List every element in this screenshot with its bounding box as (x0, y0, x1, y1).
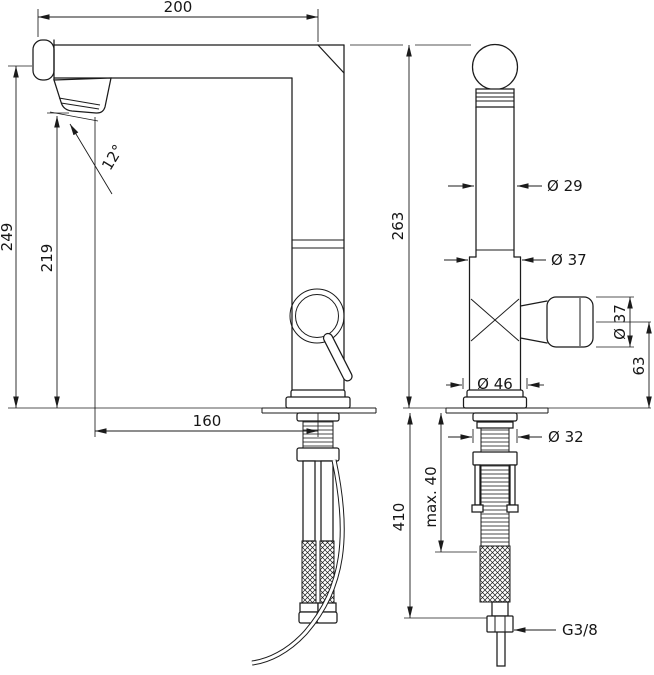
dim-height-263: 263 (350, 44, 471, 409)
base-flange-front (462, 396, 528, 409)
threaded-shank-front (480, 427, 510, 547)
connector-stem (491, 601, 509, 617)
spout-head (53, 77, 112, 114)
aerator-band (475, 88, 515, 108)
clamp-stud-left (474, 464, 481, 506)
spout-tube-end-circle (471, 43, 519, 91)
dim-length-410: 410 (390, 413, 487, 619)
clamp-plate (472, 451, 518, 466)
dim-219-label: 219 (38, 244, 56, 273)
pullout-hose-curve (251, 459, 345, 666)
dim-dia-29: Ø 29 (448, 177, 583, 195)
dim-reach-160: 160 (94, 117, 319, 437)
dim-reach-200: 200 (37, 0, 319, 42)
supply-tube-2 (320, 460, 334, 542)
g38-hex-fitting (486, 615, 514, 633)
valve-seat-diagonals (470, 298, 520, 342)
aerator-lines (58, 97, 101, 110)
dim-dia29-label: Ø 29 (547, 177, 583, 195)
dim-249-label: 249 (0, 223, 16, 252)
handle-dome-circle (289, 288, 345, 344)
handle-lever (322, 332, 353, 382)
spout-pivot-cap (32, 39, 55, 81)
handle-dome-inner-circle (295, 294, 339, 338)
dim-12deg-label: 12° (98, 141, 127, 173)
escutcheon-front (472, 412, 518, 422)
dim-dia32-label: Ø 32 (548, 428, 584, 446)
dim-max40-label: max. 40 (422, 466, 440, 527)
seal-ring (476, 421, 514, 429)
dim-height-63: 63 (548, 321, 652, 409)
clamp-nut-right (506, 504, 519, 513)
dim-dia-46: Ø 46 (446, 375, 544, 393)
dim-63-label: 63 (630, 356, 648, 375)
dim-dia-32: Ø 32 (448, 428, 584, 446)
dim-160-label: 160 (193, 412, 222, 430)
supply-tube-1 (302, 460, 316, 542)
arm-corner-seam (317, 44, 345, 74)
hose-fitting-1 (299, 602, 319, 613)
dim-dia46-label: Ø 46 (477, 375, 513, 393)
dim-200-label: 200 (164, 0, 193, 16)
deck-slab-right (445, 407, 549, 414)
clamp-stud-right (509, 464, 516, 506)
braided-hose-front (479, 545, 511, 603)
dim-thread-g38: G3/8 (514, 621, 598, 639)
dim-height-219: 219 (38, 112, 69, 408)
dim-max-40: max. 40 (422, 413, 477, 553)
side-view (32, 39, 377, 666)
clamp-nut-left (471, 504, 484, 513)
dim-angle-12: 12° (49, 111, 127, 195)
aerator-band-lines (476, 92, 514, 102)
dim-g38-label: G3/8 (562, 621, 598, 639)
deck-slab-left (261, 407, 377, 414)
dim-263-label: 263 (389, 212, 407, 241)
front-view (445, 43, 594, 667)
side-handle (519, 296, 594, 348)
side-handle-grip (546, 296, 594, 348)
dim-410-label: 410 (390, 503, 408, 532)
base-flange (285, 396, 351, 409)
dim-dia37-body-label: Ø 37 (551, 251, 587, 269)
dim-height-249: 249 (0, 65, 262, 409)
braided-hose-1 (301, 540, 317, 604)
mounting-nut-side (296, 447, 340, 462)
dim-dia-37-body: Ø 37 (444, 251, 587, 269)
